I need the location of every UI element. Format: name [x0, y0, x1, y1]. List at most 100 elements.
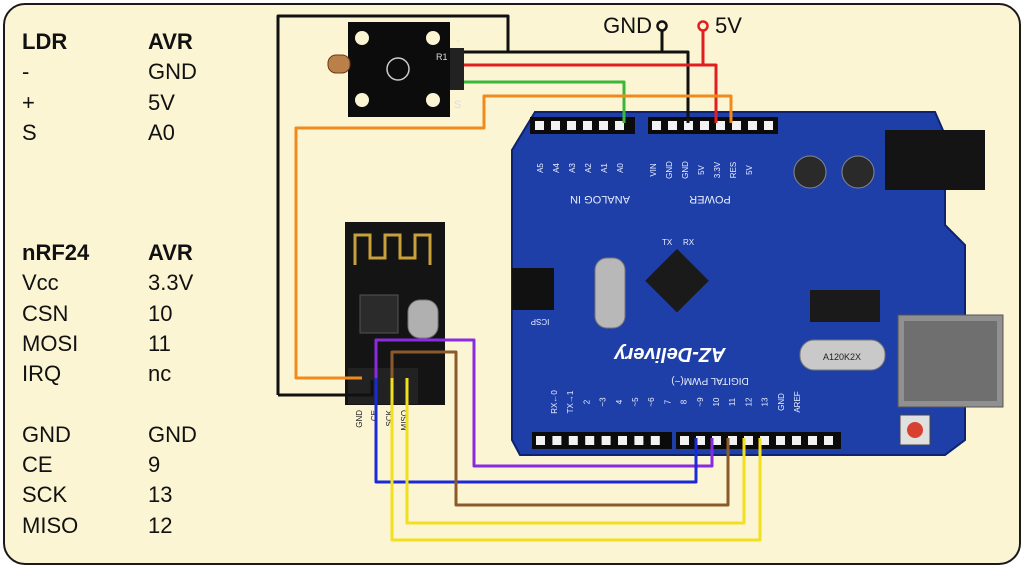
ldr-pin-minus: - [456, 35, 460, 47]
tx-label: TX [662, 238, 673, 247]
table-row: - GND [22, 57, 197, 87]
header-pin-hole [567, 121, 576, 130]
header-pin-hole [824, 436, 833, 445]
board-pin-label: A4 [552, 163, 561, 173]
nrf-pin-label: SCK [385, 409, 394, 426]
header-pin-hole [748, 121, 757, 130]
board-pin-label: 2 [582, 399, 591, 404]
nrf-pin: CE [22, 452, 53, 478]
capacitor [793, 155, 827, 189]
crystal-oscillator [594, 257, 626, 329]
nrf-pin: SCK [22, 482, 68, 508]
avr-pin: GND [148, 421, 197, 447]
board-pin-label: 5V [745, 164, 754, 174]
gnd-terminal [656, 20, 668, 32]
header-pin-hole [568, 436, 578, 445]
avr-pin: A0 [148, 119, 175, 145]
nrf-pin-label: GND [355, 410, 364, 428]
mount-hole [355, 93, 369, 107]
table-row: S A0 [22, 118, 197, 148]
wire-3v3 [294, 94, 733, 380]
header-pin-hole [618, 436, 627, 445]
header-pin-hole [776, 436, 785, 445]
header-pin-hole [700, 121, 709, 130]
header-pin-hole [716, 121, 725, 130]
usb-connector-inner [904, 321, 997, 401]
avr-pin: 5V [148, 89, 175, 115]
pcb-antenna [353, 233, 432, 265]
ldr-pin: S [22, 119, 37, 145]
table-row: + 5V [22, 88, 197, 118]
reset-button-cap [907, 422, 923, 438]
wire-miso [405, 378, 746, 525]
board-pin-label: ~9 [696, 397, 705, 407]
header-pin-hole [583, 121, 592, 130]
header-pin-hole [536, 436, 545, 445]
brand-logo: AZ-Delivery [614, 343, 727, 365]
nrf24-chip [359, 294, 399, 334]
header-pin-hole [808, 436, 817, 445]
ldr-pin: - [22, 59, 30, 85]
board-pin-label: 13 [761, 397, 770, 406]
avr-pin: nc [148, 361, 172, 387]
ldr-header-label: LDR [22, 29, 68, 54]
board-pin-label: ~3 [599, 397, 608, 407]
board-pin-label: GND [777, 393, 786, 411]
wire-csn [374, 338, 714, 468]
nrf-header-label: nRF24 [22, 240, 90, 265]
board-pin-label: 4 [615, 399, 624, 404]
mount-hole [426, 31, 440, 45]
capacitor [841, 155, 875, 189]
usb-chip [810, 290, 880, 322]
header-pin-hole [712, 436, 721, 445]
nrf24-module: GND CE SCK MISO [345, 222, 445, 430]
board-pin-label: RES [729, 162, 738, 178]
avr-pin: GND [148, 59, 197, 85]
header-pin-hole [760, 436, 769, 445]
digital-pwm-label: DIGITAL PWM(~) [671, 375, 749, 386]
ldr-pin-header [450, 48, 464, 90]
header-pin-hole [634, 436, 644, 445]
header-pin-hole [601, 436, 611, 445]
nrf-pin: CSN [22, 300, 69, 326]
ldr-module: - R1 S [327, 22, 464, 117]
mount-hole [426, 93, 440, 107]
board-pin-label: A3 [568, 163, 577, 173]
crystal-a120k2x [799, 339, 886, 371]
icsp-header [512, 268, 554, 310]
wire-sck [390, 378, 762, 542]
power-jack [885, 130, 985, 190]
header-pin-hole [792, 436, 801, 445]
arduino-board: ANALOG IN POWER AZ-Delivery DIGITAL PWM(… [511, 111, 1004, 456]
nrf-pin: Vcc [22, 270, 59, 296]
wire-gnd-board [662, 50, 690, 123]
avr-header-label: AVR [148, 29, 193, 54]
ldr-resistor-label: R1 [436, 52, 448, 62]
mount-hole [355, 31, 369, 45]
power-label: POWER [689, 193, 731, 205]
board-pin-label: ~6 [647, 397, 656, 407]
header-pin-hole [650, 436, 660, 445]
header-pin-hole [732, 121, 741, 130]
header-pin-hole [552, 436, 562, 445]
ldr-outline [386, 57, 410, 81]
board-pin-label: A1 [600, 163, 609, 173]
board-pin-label: A5 [536, 163, 545, 173]
board-pin-label: 10 [712, 397, 721, 406]
header-pin-hole [535, 121, 544, 130]
avr-header-label: AVR [148, 240, 193, 265]
board-pin-label: 7 [663, 399, 672, 404]
wire-a0-signal [464, 80, 626, 123]
avr-pin: 10 [148, 300, 173, 326]
